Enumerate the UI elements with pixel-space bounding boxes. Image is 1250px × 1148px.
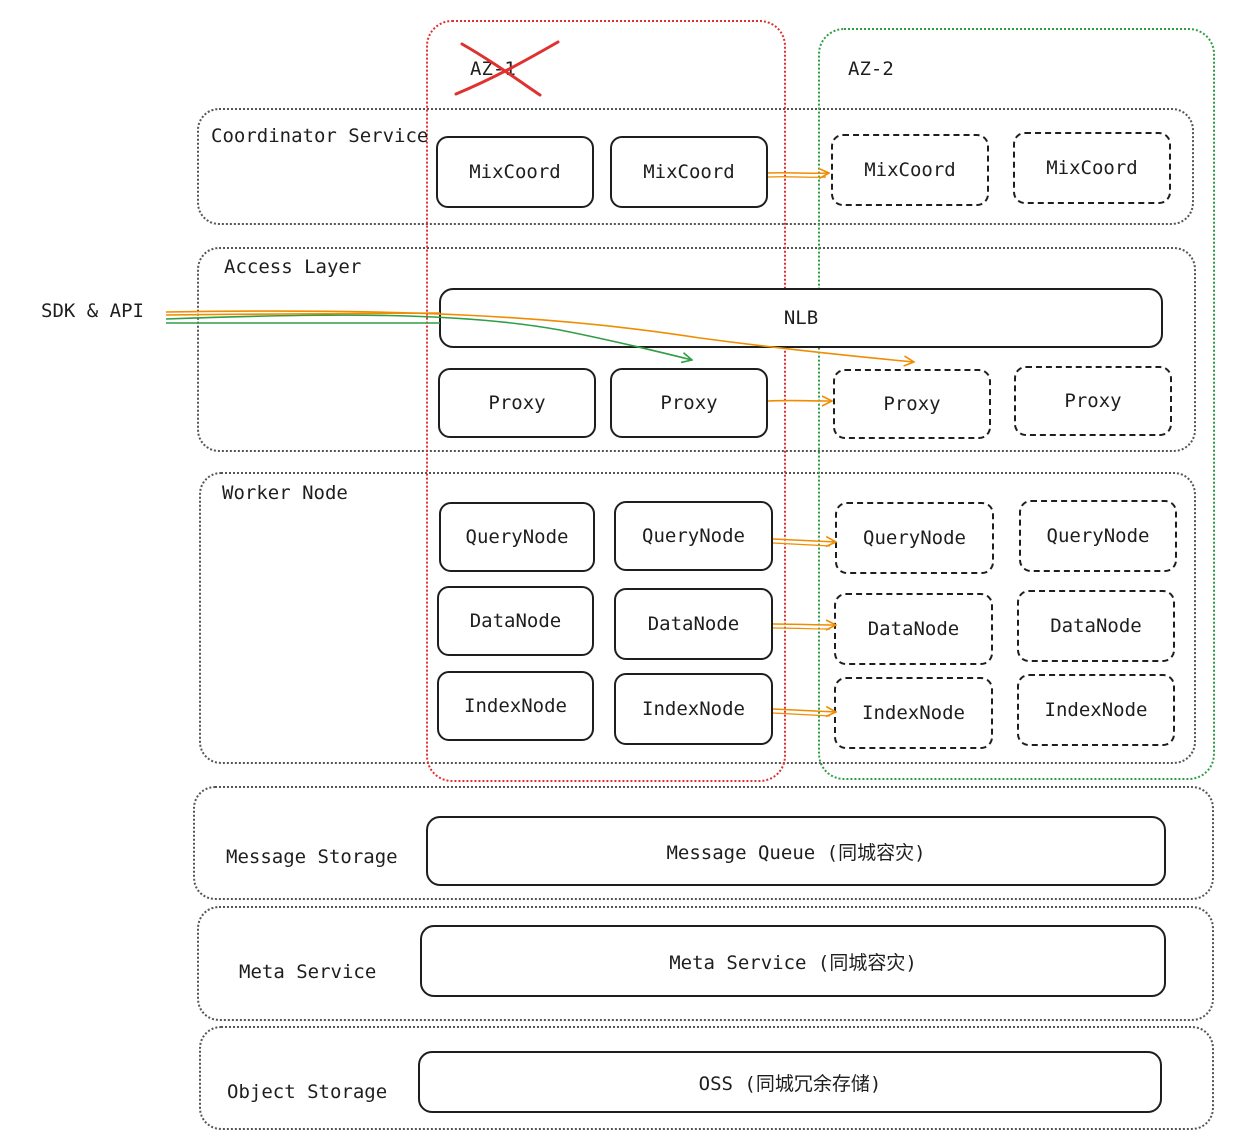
sdk-api-label: SDK & API [41,300,144,322]
meta-service-bar: Meta Service (同城容灾) [420,925,1166,997]
message-storage-label: Message Storage [226,846,398,868]
mixcoord-az1-b: MixCoord [610,136,768,208]
oss-bar: OSS (同城冗余存储) [418,1051,1162,1113]
nlb-load-balancer: NLB [439,288,1163,348]
worker-node-layer [199,472,1196,764]
querynode-az2-b: QueryNode [1019,500,1177,572]
az2-zone [818,28,1215,780]
coordinator-service-label: Coordinator Service [211,125,429,147]
indexnode-az1-a: IndexNode [437,671,594,741]
mixcoord-az2-a: MixCoord [831,134,989,206]
proxy-az2-b: Proxy [1014,366,1172,436]
mixcoord-az2-b: MixCoord [1013,132,1171,204]
datanode-az2-b: DataNode [1017,590,1175,662]
az2-label: AZ-2 [848,58,894,80]
meta-service-layer [197,906,1214,1021]
coordinator-service-layer [197,108,1194,225]
indexnode-az2-b: IndexNode [1017,674,1175,746]
proxy-az1-a: Proxy [438,368,596,438]
indexnode-az1-b: IndexNode [614,673,773,745]
az1-label: AZ-1 [470,58,516,80]
datanode-az2-a: DataNode [834,593,993,665]
access-layer-label: Access Layer [224,256,362,278]
message-storage-layer [193,786,1214,900]
object-storage-layer [199,1026,1214,1130]
indexnode-az2-a: IndexNode [834,677,993,749]
mixcoord-az1-a: MixCoord [436,136,594,208]
proxy-az1-b: Proxy [610,368,768,438]
datanode-az1-a: DataNode [437,586,594,656]
querynode-az1-a: QueryNode [439,502,595,572]
worker-node-label: Worker Node [222,482,348,504]
querynode-az2-a: QueryNode [835,502,994,574]
object-storage-label: Object Storage [227,1081,388,1103]
message-queue-bar: Message Queue (同城容灾) [426,816,1166,886]
meta-service-label: Meta Service [239,961,377,983]
querynode-az1-b: QueryNode [614,501,773,571]
proxy-az2-a: Proxy [833,369,991,439]
datanode-az1-b: DataNode [614,588,773,660]
